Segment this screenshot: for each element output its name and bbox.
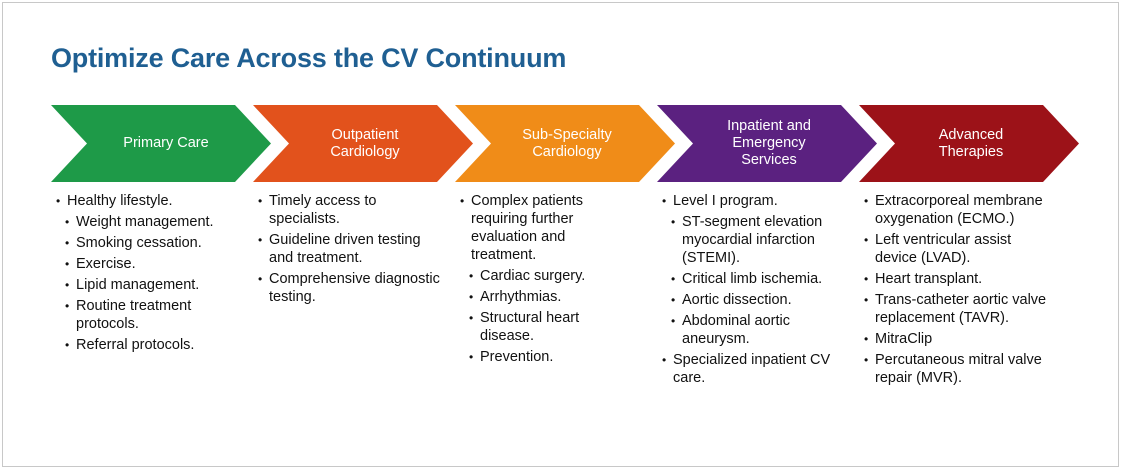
bullet-list: Timely access to specialists.Guideline d… [257, 192, 447, 306]
stage-label: Inpatient and Emergency Services [727, 118, 811, 168]
stage-chevron-inpatient-emergency: Inpatient and Emergency Services [657, 105, 877, 182]
chevron-shape [253, 105, 473, 182]
bullet-item: Critical limb ischemia. [661, 270, 841, 288]
bullet-item: ST-segment elevation myocardial infarcti… [661, 213, 841, 267]
bullet-list: Extracorporeal membrane oxygenation (ECM… [863, 192, 1048, 387]
bullet-item: Routine treatment protocols. [55, 297, 245, 333]
bullet-item: Specialized inpatient CV care. [661, 351, 841, 387]
bullet-item: Abdominal aortic aneurysm. [661, 312, 841, 348]
bullet-item: Referral protocols. [55, 336, 245, 354]
bullet-item: Cardiac surgery. [459, 267, 634, 285]
bullet-item: Arrhythmias. [459, 288, 634, 306]
chevron-shape [859, 105, 1079, 182]
stage-chevron-sub-specialty-cardiology: Sub-Specialty Cardiology [455, 105, 675, 182]
bullet-item: Heart transplant. [863, 270, 1048, 288]
bullet-item: MitraClip [863, 330, 1048, 348]
stage-details-advanced-therapies: Extracorporeal membrane oxygenation (ECM… [863, 192, 1048, 390]
stage-label: Outpatient Cardiology [330, 126, 400, 160]
bullet-list: Level I program. ST-segment elevation myo… [661, 192, 841, 387]
bullet-item: Guideline driven testing and treatment. [257, 231, 447, 267]
stage-label: Advanced Therapies [938, 126, 1004, 160]
bullet-item: Level I program. [661, 192, 841, 210]
bullet-list: Complex patients requiring further evalu… [459, 192, 634, 366]
slide-title: Optimize Care Across the CV Continuum [51, 43, 567, 73]
stage-chevron-outpatient-cardiology: Outpatient Cardiology [253, 105, 473, 182]
bullet-item: Timely access to specialists. [257, 192, 447, 228]
bullet-item: Extracorporeal membrane oxygenation (ECM… [863, 192, 1048, 228]
bullet-item: Aortic dissection. [661, 291, 841, 309]
bullet-item: Prevention. [459, 348, 634, 366]
bullet-list: Healthy lifestyle. Weight management. Smok… [55, 192, 245, 354]
chevron-shape [51, 105, 271, 182]
bullet-item: Complex patients requiring further evalu… [459, 192, 634, 264]
bullet-item: Percutaneous mitral valve repair (MVR). [863, 351, 1048, 387]
chevron-shape [657, 105, 877, 182]
stage-chevron-advanced-therapies: Advanced Therapies [859, 105, 1079, 182]
stage-chevron-primary-care: Primary Care [51, 105, 271, 182]
stage-details-primary-care: Healthy lifestyle. Weight management. Smok… [55, 192, 245, 357]
bullet-item: Weight management. [55, 213, 245, 231]
bullet-item: Healthy lifestyle. [55, 192, 245, 210]
stage-label: Primary Care [123, 135, 209, 151]
bullet-item: Trans-catheter aortic valve replacement … [863, 291, 1048, 327]
bullet-item: Structural heart disease. [459, 309, 634, 345]
stage-details-outpatient-cardiology: Timely access to specialists.Guideline d… [257, 192, 447, 309]
bullet-item: Exercise. [55, 255, 245, 273]
stage-details-inpatient-emergency: Level I program. ST-segment elevation myo… [661, 192, 841, 390]
stage-label: Sub-Specialty Cardiology [522, 126, 612, 160]
bullet-item: Comprehensive diagnostic testing. [257, 270, 447, 306]
chevron-shape [455, 105, 675, 182]
stage-details-sub-specialty-cardiology: Complex patients requiring further evalu… [459, 192, 634, 369]
bullet-item: Left ventricular assist device (LVAD). [863, 231, 1048, 267]
bullet-item: Lipid management. [55, 276, 245, 294]
bullet-item: Smoking cessation. [55, 234, 245, 252]
